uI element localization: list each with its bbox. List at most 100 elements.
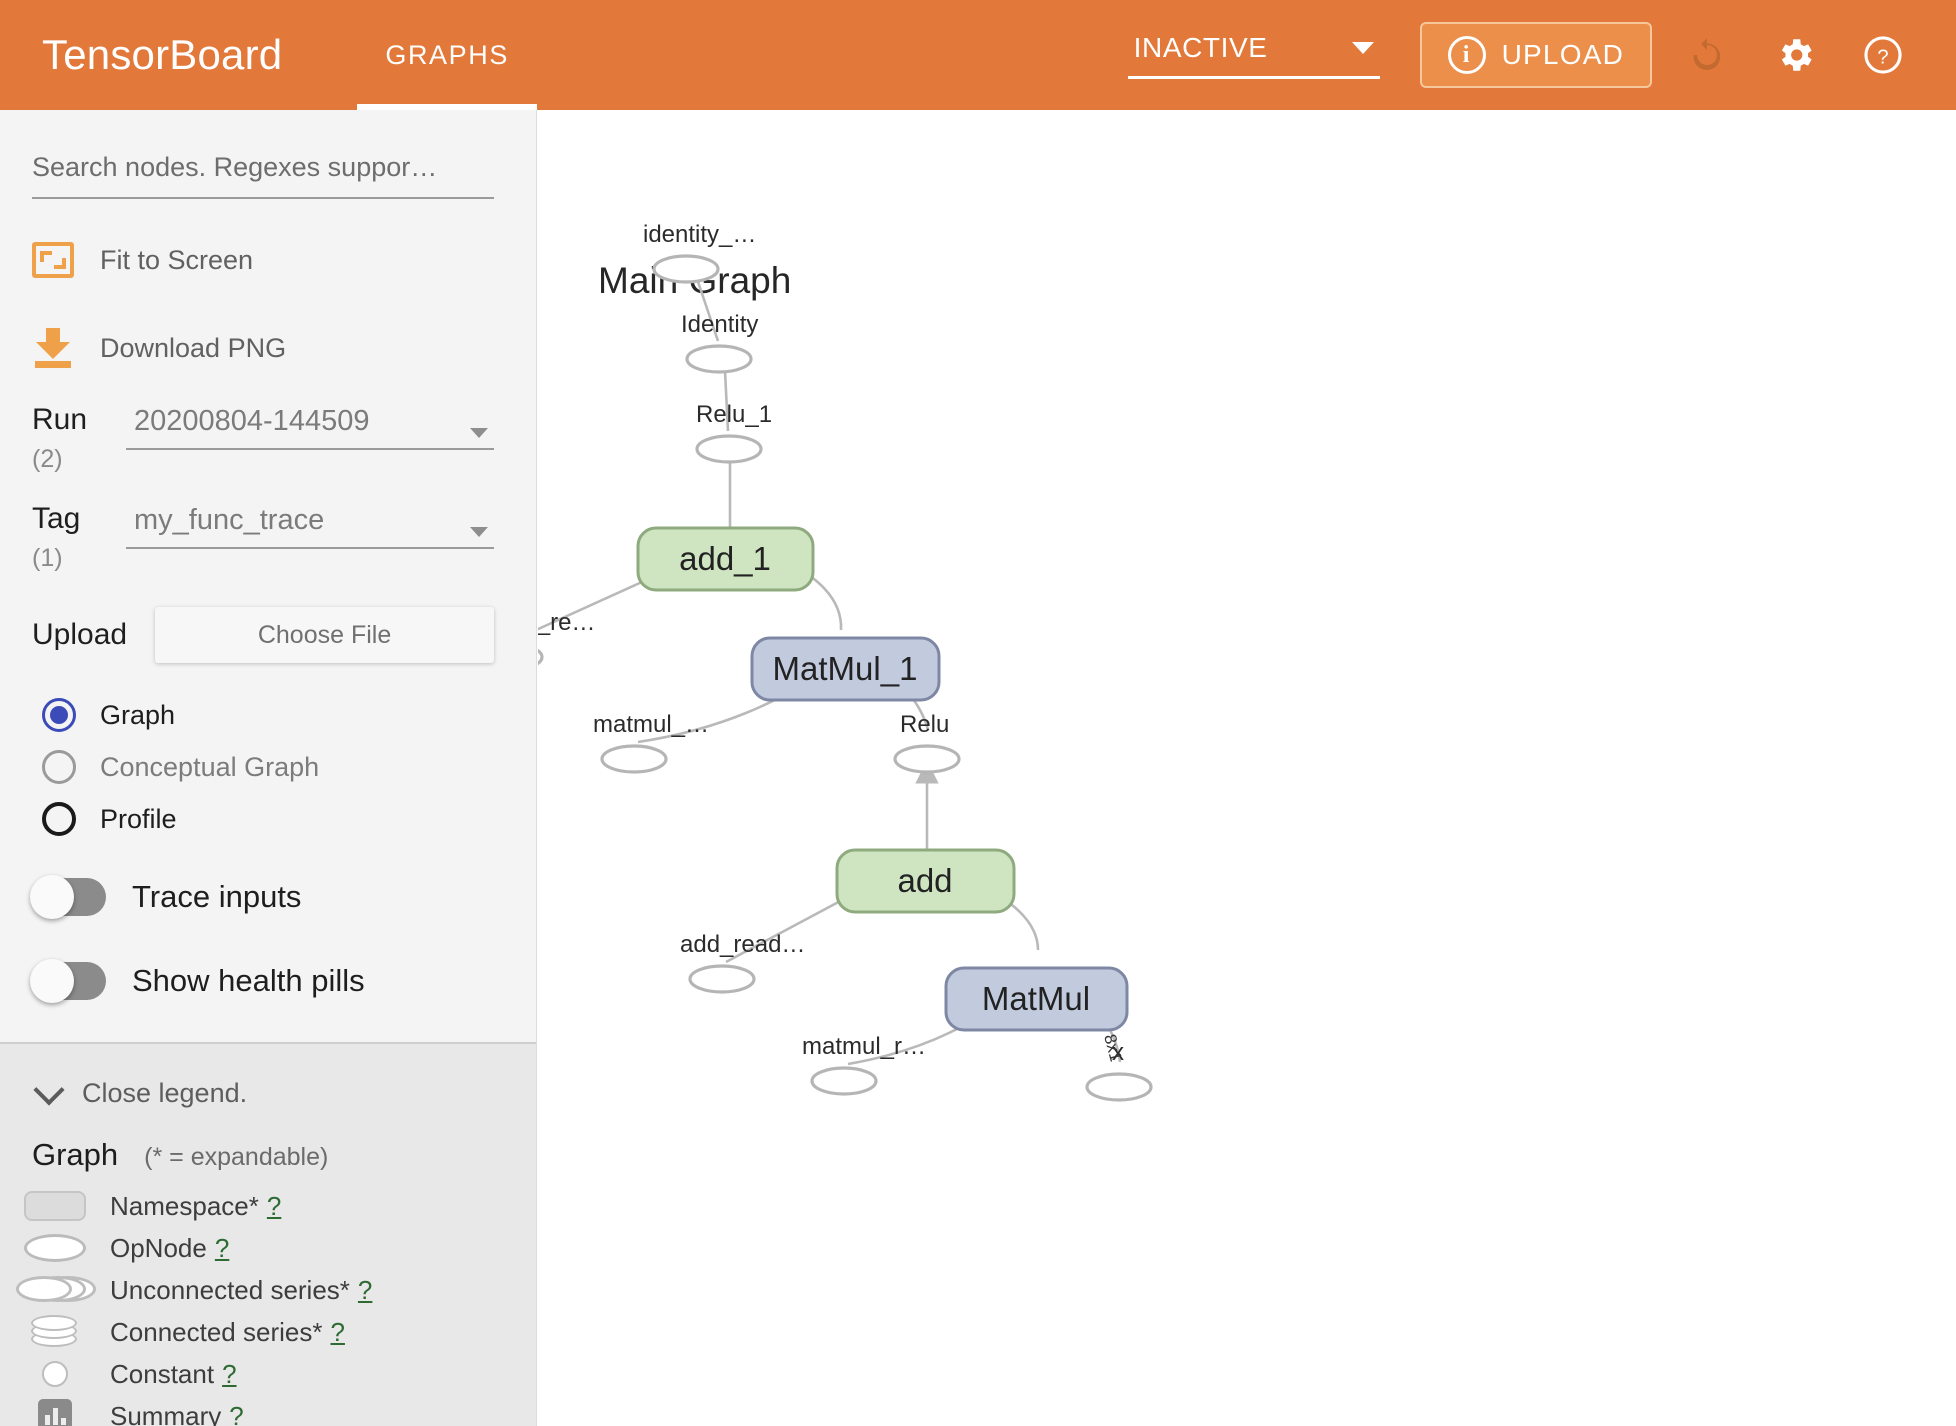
node-relu-1[interactable]: Relu_1 <box>695 401 772 464</box>
node-label: x <box>1112 1039 1124 1066</box>
node-label: add <box>897 862 952 899</box>
chevron-down-icon <box>470 428 488 438</box>
radio-graph-label: Graph <box>100 699 176 730</box>
help-link[interactable]: ? <box>330 1316 345 1347</box>
download-icon <box>32 328 74 368</box>
radio-profile[interactable]: Profile <box>42 793 536 845</box>
legend-item-connected-series: Connected series*? <box>0 1313 536 1351</box>
node-label: add_1 <box>679 540 771 577</box>
download-png-button[interactable]: Download PNG <box>32 321 536 375</box>
close-legend-button[interactable]: Close legend. <box>33 1073 536 1109</box>
node-x[interactable]: x 8x1 <box>1085 1032 1153 1102</box>
legend-item-label: Summary? <box>110 1401 244 1426</box>
node-add[interactable]: add <box>835 848 1016 914</box>
help-link[interactable]: ? <box>229 1400 244 1426</box>
help-link[interactable]: ? <box>214 1232 230 1263</box>
upload-field: Upload Choose File <box>32 607 494 663</box>
opnode-ellipse-icon <box>538 648 544 666</box>
toggle-trace-inputs[interactable]: Trace inputs <box>30 865 536 929</box>
run-label: Run <box>32 403 88 436</box>
toggle-trace-inputs-label: Trace inputs <box>132 879 302 914</box>
upload-button[interactable]: i UPLOAD <box>1419 22 1652 88</box>
radio-conceptual-graph-icon <box>42 750 76 784</box>
fit-to-screen-label: Fit to Screen <box>100 244 254 275</box>
opnode-ellipse-icon <box>695 434 763 464</box>
legend-item-unconnected-series: Unconnected series*? <box>0 1271 536 1309</box>
opnode-ellipse-icon <box>1085 1072 1153 1102</box>
node-matmul-read[interactable]: matmul_r… <box>802 1033 926 1096</box>
toggle-trace-inputs-switch[interactable] <box>30 875 106 919</box>
reload-icon[interactable] <box>1674 22 1740 88</box>
radio-conceptual-graph-label: Conceptual Graph <box>100 751 320 782</box>
tab-graphs-label: GRAPHS <box>385 39 509 70</box>
summary-symbol-icon <box>0 1399 110 1426</box>
node-add-1-read[interactable]: add_1_re… <box>538 609 595 670</box>
node-label: Identity <box>681 311 758 338</box>
search-input[interactable] <box>32 152 494 199</box>
legend-subtitle: (* = expandable) <box>144 1143 329 1171</box>
help-link[interactable]: ? <box>266 1190 282 1221</box>
node-identity[interactable]: Identity <box>681 311 758 374</box>
edge-label-x-to-matmul: 8x1 <box>1100 1032 1125 1063</box>
node-label: Relu <box>900 711 949 738</box>
node-matmul[interactable]: MatMul <box>944 966 1129 1032</box>
upload-label: Upload <box>32 618 128 651</box>
help-link[interactable]: ? <box>357 1274 373 1305</box>
radio-graph[interactable]: Graph <box>42 689 536 741</box>
toggle-show-health-pills[interactable]: Show health pills <box>30 949 536 1013</box>
tag-label-group: Tag (1) <box>32 504 126 573</box>
connected-series-symbol-icon <box>0 1315 110 1349</box>
help-question-icon[interactable]: ? <box>1850 22 1916 88</box>
node-label: add_1_re… <box>538 609 595 636</box>
node-label: add_read… <box>680 931 805 958</box>
tag-value: my_func_trace <box>134 504 325 536</box>
node-relu[interactable]: Relu <box>893 711 961 774</box>
opnode-ellipse-icon <box>810 1066 878 1096</box>
node-matmul-1[interactable]: MatMul_1 <box>750 636 941 702</box>
radio-profile-label: Profile <box>100 803 177 834</box>
legend-item-opnode: OpNode? <box>0 1229 536 1267</box>
opnode-ellipse-icon <box>685 344 753 374</box>
toggle-show-health-pills-label: Show health pills <box>132 963 365 998</box>
toggle-show-health-pills-switch[interactable] <box>30 959 106 1003</box>
graph-panel[interactable]: Main Graph identity_… Ident <box>538 110 1956 1426</box>
radio-profile-icon <box>42 802 76 836</box>
namespace-rect-icon <box>750 636 941 702</box>
settings-gear-icon[interactable] <box>1762 22 1828 88</box>
run-status-value: INACTIVE <box>1133 31 1268 63</box>
opnode-ellipse-icon <box>688 964 756 994</box>
namespace-rect-icon <box>835 848 1016 914</box>
tag-select[interactable]: my_func_trace <box>126 504 494 549</box>
app-brand: TensorBoard <box>42 31 283 78</box>
graph-canvas[interactable]: identity_… Identity Relu_1 add_1 add_1_r… <box>538 110 1956 1426</box>
legend-item-label: Connected series*? <box>110 1316 345 1347</box>
header-actions: INACTIVE i UPLOAD ? <box>1127 22 1916 88</box>
constant-symbol-icon <box>0 1361 110 1387</box>
run-status-select[interactable]: INACTIVE <box>1127 31 1380 79</box>
legend-title: Graph <box>32 1137 119 1172</box>
opnode-symbol-icon <box>0 1234 110 1262</box>
node-label: matmul_r… <box>802 1033 926 1060</box>
choose-file-button[interactable]: Choose File <box>155 607 494 663</box>
node-label: MatMul <box>982 980 1090 1017</box>
namespace-symbol-icon <box>0 1191 110 1221</box>
node-label: identity_… <box>643 221 756 248</box>
fit-to-screen-button[interactable]: Fit to Screen <box>32 233 536 287</box>
node-add-1[interactable]: add_1 <box>636 526 815 592</box>
run-label-group: Run (2) <box>32 405 126 474</box>
run-value: 20200804-144509 <box>134 405 370 437</box>
node-identity-out[interactable]: identity_… <box>643 221 756 284</box>
unconnected-series-symbol-icon <box>0 1275 110 1305</box>
chevron-down-icon <box>1351 41 1374 54</box>
upload-button-label: UPLOAD <box>1501 39 1624 70</box>
run-select[interactable]: 20200804-144509 <box>126 405 494 450</box>
namespace-rect-icon <box>944 966 1129 1032</box>
run-field: Run (2) 20200804-144509 <box>32 405 494 474</box>
node-add-read[interactable]: add_read… <box>680 931 805 994</box>
node-matmul-read-1[interactable]: matmul_… <box>593 711 709 774</box>
opnode-ellipse-icon <box>652 254 720 284</box>
radio-conceptual-graph[interactable]: Conceptual Graph <box>42 741 536 793</box>
tab-graphs[interactable]: GRAPHS <box>357 0 537 110</box>
close-legend-label: Close legend. <box>82 1078 248 1108</box>
help-link[interactable]: ? <box>222 1358 237 1389</box>
